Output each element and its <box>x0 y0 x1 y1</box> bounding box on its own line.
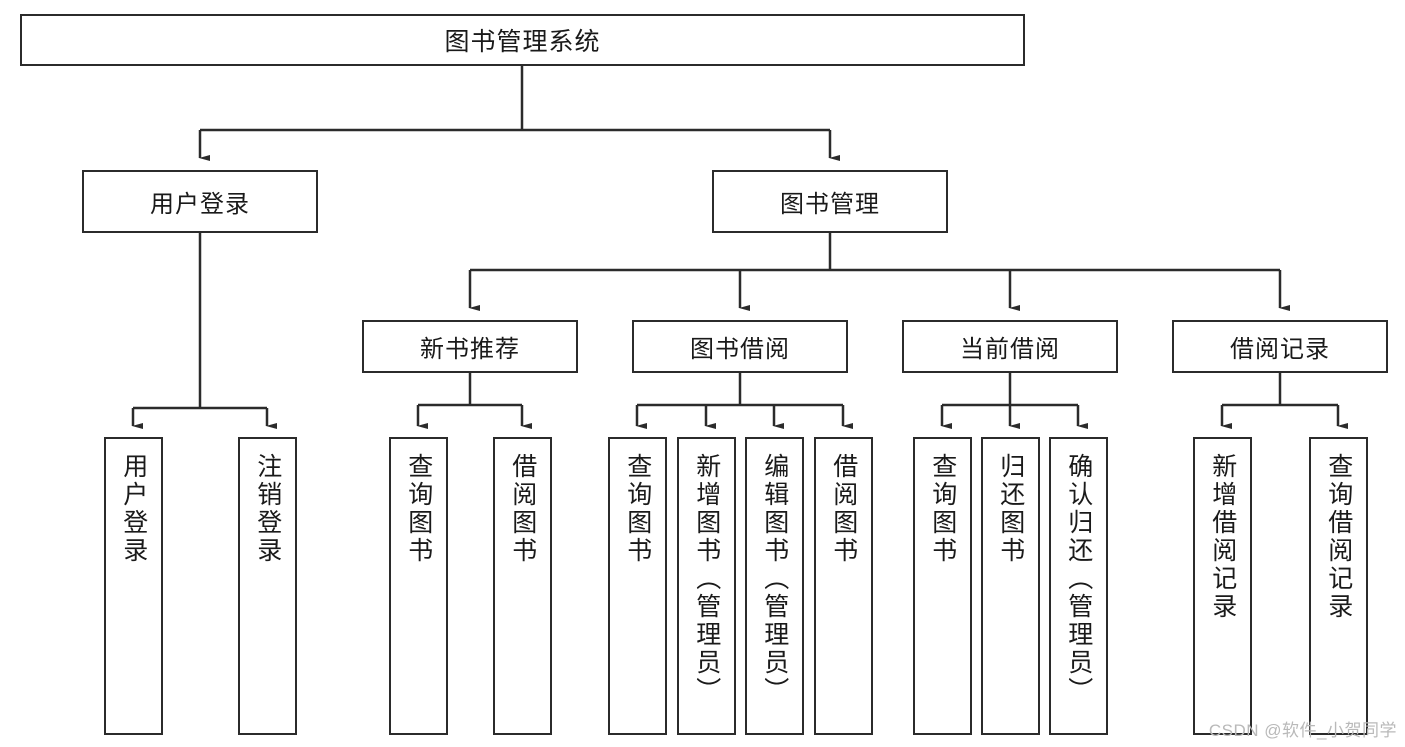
node-leaf-add-book-label: 新增图书（管理员） <box>692 453 721 705</box>
node-book-borrow[interactable]: 图书借阅 <box>632 320 848 373</box>
node-root[interactable]: 图书管理系统 <box>20 14 1025 66</box>
node-leaf-query-record[interactable]: 查询借阅记录 <box>1309 437 1368 735</box>
node-leaf-query-book-3[interactable]: 查询图书 <box>913 437 972 735</box>
node-book-manage-label: 图书管理 <box>780 191 880 218</box>
node-leaf-return-book[interactable]: 归还图书 <box>981 437 1040 735</box>
node-leaf-borrow-book-2[interactable]: 借阅图书 <box>814 437 873 735</box>
node-leaf-query-book-2-label: 查询图书 <box>623 453 652 565</box>
node-leaf-confirm-return-label: 确认归还（管理员） <box>1064 453 1093 705</box>
node-leaf-add-record-label: 新增借阅记录 <box>1208 453 1237 621</box>
node-leaf-logout-label: 注销登录 <box>253 453 282 565</box>
node-new-book-rec-label: 新书推荐 <box>420 336 520 363</box>
node-borrow-record-label: 借阅记录 <box>1230 336 1330 363</box>
node-leaf-query-book-3-label: 查询图书 <box>928 453 957 565</box>
node-leaf-borrow-book-1[interactable]: 借阅图书 <box>493 437 552 735</box>
node-book-manage[interactable]: 图书管理 <box>712 170 948 233</box>
node-leaf-edit-book-label: 编辑图书（管理员） <box>760 453 789 705</box>
node-new-book-rec[interactable]: 新书推荐 <box>362 320 578 373</box>
node-user-login-label: 用户登录 <box>150 191 250 218</box>
node-leaf-query-book-2[interactable]: 查询图书 <box>608 437 667 735</box>
watermark: CSDN @软件_小贺同学 <box>1208 721 1397 740</box>
node-current-borrow[interactable]: 当前借阅 <box>902 320 1118 373</box>
node-leaf-borrow-book-1-label: 借阅图书 <box>508 453 537 565</box>
node-leaf-add-record[interactable]: 新增借阅记录 <box>1193 437 1252 735</box>
node-leaf-add-book[interactable]: 新增图书（管理员） <box>677 437 736 735</box>
node-leaf-query-record-label: 查询借阅记录 <box>1324 453 1353 621</box>
node-leaf-edit-book[interactable]: 编辑图书（管理员） <box>745 437 804 735</box>
node-leaf-borrow-book-2-label: 借阅图书 <box>829 453 858 565</box>
node-leaf-user-login[interactable]: 用户登录 <box>104 437 163 735</box>
node-current-borrow-label: 当前借阅 <box>960 336 1060 363</box>
node-leaf-return-book-label: 归还图书 <box>996 453 1025 565</box>
node-book-borrow-label: 图书借阅 <box>690 336 790 363</box>
node-root-label: 图书管理系统 <box>444 28 601 56</box>
node-borrow-record[interactable]: 借阅记录 <box>1172 320 1388 373</box>
node-leaf-query-book-1[interactable]: 查询图书 <box>389 437 448 735</box>
node-user-login[interactable]: 用户登录 <box>82 170 318 233</box>
node-leaf-user-login-label: 用户登录 <box>119 453 148 565</box>
node-leaf-query-book-1-label: 查询图书 <box>404 453 433 565</box>
node-leaf-logout[interactable]: 注销登录 <box>238 437 297 735</box>
node-leaf-confirm-return[interactable]: 确认归还（管理员） <box>1049 437 1108 735</box>
